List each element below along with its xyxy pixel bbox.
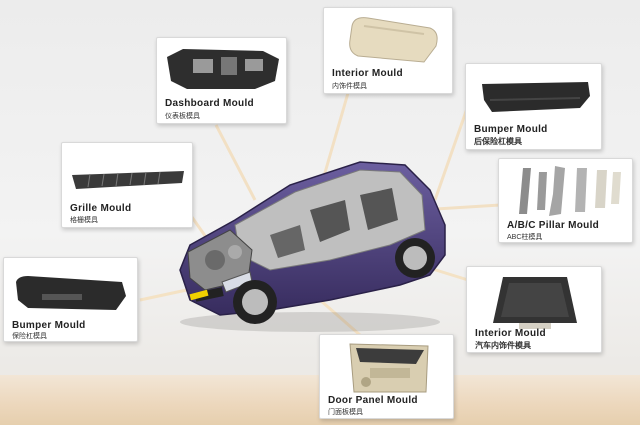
door-panel-en-label: Door Panel Mould [328,395,418,406]
pillar-cn-label: ABC柱模具 [507,234,543,241]
grille-en-label: Grille Mould [70,203,132,214]
console-part-image [349,17,438,63]
pillar-part-image [519,166,621,216]
car-interior-cn-label: 汽车内饰件模具 [475,341,531,350]
front-bumper-part-image [16,276,126,310]
grille-part-image [72,171,184,189]
door-panel-cn-label: 门面板模具 [328,409,363,416]
door-panel-mould-card: Door Panel Mould 门面板模具 [319,334,454,419]
rear-bumper-mould-card: Bumper Mould 后保险杠模具 [465,63,602,150]
interior-mould-card-top: Interior Mould 内饰件模具 [323,7,453,94]
rear-bumper-en-label: Bumper Mould [474,124,548,135]
front-bumper-mould-card: Bumper Mould 保险杠模具 [3,257,138,342]
car-cutaway-illustration [179,161,446,332]
car-interior-en-label: Interior Mould [475,328,546,339]
interior-top-cn-label: 内饰件模具 [332,83,367,90]
pillar-en-label: A/B/C Pillar Mould [507,220,600,231]
interior-top-en-label: Interior Mould [332,68,403,79]
grille-mould-card: Grille Mould 格栅模具 [61,142,193,228]
hood-liner-part-image [493,277,577,329]
rear-bumper-part-image [482,82,590,112]
dashboard-part-image [167,49,279,89]
dashboard-cn-label: 仪表板模具 [165,113,200,120]
front-bumper-en-label: Bumper Mould [12,320,86,331]
grille-cn-label: 格栅模具 [70,217,98,224]
door-panel-part-image [349,343,429,393]
car-interior-mould-card: Interior Mould 汽车内饰件模具 [466,266,602,353]
dashboard-en-label: Dashboard Mould [165,98,254,109]
rear-bumper-cn-label: 后保险杠模具 [474,137,522,146]
pillar-mould-card: A/B/C Pillar Mould ABC柱模具 [498,158,633,243]
front-bumper-cn-label: 保险杠模具 [12,333,47,340]
dashboard-mould-card: Dashboard Mould 仪表板模具 [156,37,287,124]
